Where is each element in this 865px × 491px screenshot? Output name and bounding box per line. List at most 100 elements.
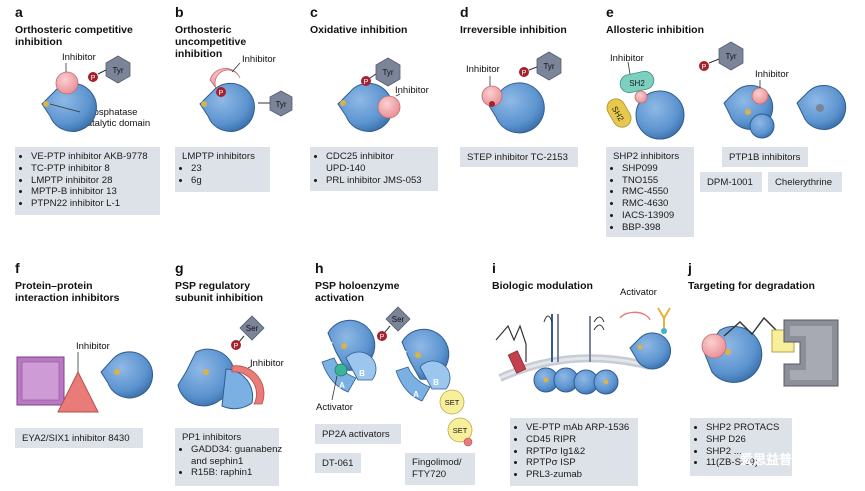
panel-j-item: SHP2 ...: [706, 446, 785, 458]
panel-b-box-title: LMPTP inhibitors: [182, 151, 255, 162]
panel-e-item: RMC-4630: [622, 198, 687, 210]
panel-e-p-text: P: [702, 64, 707, 71]
panel-i-letter: i: [492, 260, 496, 276]
panel-i-site-2: [603, 379, 609, 385]
panel-b-p-text: P: [219, 90, 224, 97]
panel-g-title-line2: subunit inhibition: [175, 292, 264, 304]
panel-h-activator-label: Activator: [316, 402, 353, 413]
panel-g-inhibitor-label: Inhibitor: [250, 358, 284, 369]
panel-f-inhibitor-label: Inhibitor: [76, 341, 110, 352]
panel-j-item: 11(ZB-S-29): [706, 457, 785, 469]
panel-j-item: SHP D26: [706, 434, 785, 446]
panel-h-title-line1: PSP holoenzyme: [315, 280, 400, 292]
panel-b-letter: b: [175, 4, 184, 20]
panel-a-tyr-hexagon: [105, 55, 131, 84]
panel-h-p-text: P: [380, 334, 385, 341]
panel-i-item: RPTPσ Ig1&2: [526, 446, 631, 458]
panel-d-p-badge: [519, 67, 529, 77]
panel-d-box: STEP inhibitor TC-2153: [460, 147, 578, 167]
panel-h-activator: [334, 363, 348, 377]
panel-d-tyr-text: Tyr: [543, 62, 554, 71]
panel-a-domain-label: Phosphatase catalytic domain: [82, 107, 151, 129]
panel-d-figure: P Tyr: [481, 51, 562, 134]
panel-e-ptp1b-site-2: [816, 104, 824, 112]
panel-d-covalent-site: [489, 101, 495, 107]
panel-e-tyr-hexagon: [718, 41, 744, 71]
panel-g-p-text: P: [234, 343, 239, 350]
panel-h-letter: h: [315, 260, 324, 276]
panel-g-item: R15B: raphin1: [191, 467, 272, 479]
panel-e-dpm-box: DPM-1001: [700, 172, 762, 192]
panel-g-figure: Ser P: [177, 315, 265, 410]
panel-c-inhibitor: [377, 95, 401, 119]
panel-f-title: Protein–protein interaction inhibitors: [15, 280, 119, 304]
panel-b-figure: P Tyr: [199, 62, 293, 132]
panel-a-inhibitor: [55, 71, 79, 95]
panel-i-title: Biologic modulation: [492, 280, 593, 292]
panel-h-box3: Fingolimod/ FTY720: [405, 453, 475, 485]
panel-b-p-badge: [216, 87, 226, 97]
panel-b-inhibitor-label: Inhibitor: [242, 54, 276, 65]
panel-e-ptp1b-tail: [749, 113, 775, 139]
panel-a-figure: P Tyr: [41, 55, 131, 132]
panel-h-set1-text: SET: [445, 398, 460, 407]
panel-e-figure: SH2 SH2 P Tyr: [606, 41, 847, 140]
watermark: 爱思益普: [740, 452, 793, 467]
panel-j-figure: [701, 316, 839, 387]
panel-e-item: SHP099: [622, 163, 687, 175]
panel-e-ptp1b-box: PTP1B inhibitors: [722, 147, 808, 167]
panel-g-ser-text: Ser: [246, 324, 259, 333]
panel-a-inhibitor-label: Inhibitor: [62, 52, 96, 63]
panel-g-active-site: [203, 369, 209, 375]
panel-h-subunit-b-left: [345, 351, 377, 381]
panel-i-activator-arc: [619, 311, 651, 321]
panel-h-b2-text: B: [433, 378, 439, 387]
panel-g-ser-diamond: [239, 315, 265, 341]
panel-a-p-text: P: [91, 75, 96, 82]
panel-b-title: Orthosteric uncompetitive inhibition: [175, 24, 246, 60]
panel-a-letter: a: [15, 4, 23, 20]
panel-c-letter: c: [310, 4, 318, 20]
panel-f-figure: [16, 351, 153, 413]
panel-e-inhibitor2-label: Inhibitor: [755, 69, 789, 80]
panel-a-item: LMPTP inhibitor 28: [31, 175, 153, 187]
panel-h-title: PSP holoenzyme activation: [315, 280, 399, 304]
panel-h-c1-text: C: [327, 340, 334, 350]
panel-i-figure: [495, 307, 672, 395]
panel-i-prl3-enzyme: [629, 332, 672, 370]
panel-i-activator-label: Activator: [620, 287, 657, 298]
panel-h-figure: C A B Ser P C A B SET SET: [321, 306, 473, 447]
panel-a-title: Orthosteric competitive inhibition: [15, 24, 133, 48]
panel-b-inhibitor: [209, 68, 241, 89]
panel-c-box: CDC25 inhibitor UPD-140 PRL inhibitor JM…: [310, 147, 438, 191]
panel-e-shp2-inhibitor: [634, 90, 648, 104]
panel-f-active-site: [114, 369, 120, 375]
panel-h-title-line2: activation: [315, 292, 365, 304]
panel-g-p-badge: [231, 340, 241, 350]
panel-b-tyr-hexagon: [269, 90, 293, 117]
panel-f-letter: f: [15, 260, 20, 276]
panel-a-box: VE-PTP inhibitor AKB-9778 TC-PTP inhibit…: [15, 147, 160, 215]
panel-a-p-badge: [88, 72, 98, 82]
panel-g-title: PSP regulatory subunit inhibition: [175, 280, 263, 304]
panel-b-enzyme: [199, 82, 255, 132]
panel-i-site-3: [637, 344, 643, 350]
panel-f-box: EYA2/SIX1 inhibitor 8430: [15, 428, 143, 448]
panel-i-item: CD45 RIPR: [526, 434, 631, 446]
panel-f-title-line1: Protein–protein: [15, 280, 93, 292]
panel-e-item: IACS-13909: [622, 210, 687, 222]
panel-a-tyr-text: Tyr: [112, 66, 123, 75]
panel-h-set-1: [439, 389, 465, 415]
panel-b-active-site: [201, 101, 207, 107]
panel-h-ser-diamond: [385, 306, 411, 332]
panel-i-mab: [507, 350, 527, 374]
panel-j-linker: [723, 316, 777, 337]
panel-b-title-line2: uncompetitive: [175, 36, 247, 48]
panel-a-title-line2: inhibition: [15, 36, 63, 48]
panel-e-box: SHP2 inhibitors SHP099 TNO155 RMC-4550 R…: [606, 147, 694, 237]
panel-f-enzyme: [100, 351, 153, 399]
panel-h-box1: PP2A activators: [315, 424, 401, 444]
panel-c-active-site: [340, 100, 346, 106]
panel-c-title: Oxidative inhibition: [310, 24, 408, 36]
